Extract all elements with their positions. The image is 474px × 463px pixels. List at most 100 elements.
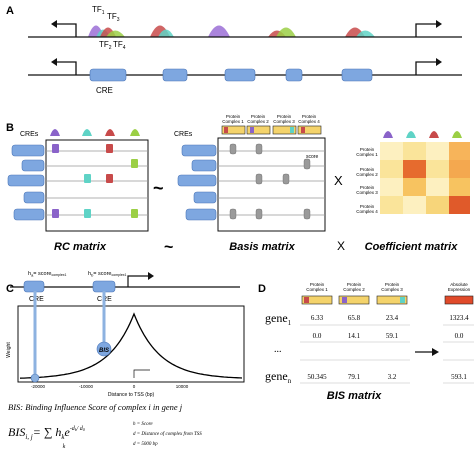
decay-curve [19,312,243,379]
label-line: Complex 2 [247,119,269,124]
bis-formula: BISi, j= ∑ hke-dk/ d0 k [8,425,85,450]
tf3-label: TF3 [107,12,120,23]
cre-label-c1: CRE [29,296,44,303]
label-line: Complex 3 [356,190,378,195]
label-line: Complex 2 [356,172,378,177]
rc-cre-rows [7,144,45,221]
tf2-peak [356,30,375,37]
tss-arrowhead-left-bottom [51,58,57,66]
tf4-peak [276,27,296,37]
x-axis-label: Distance to TSS (bp) [108,392,155,398]
basis-matrix-box [217,137,326,232]
rc-entry [106,144,113,153]
rc-entry [106,174,113,183]
tf4-peak [106,30,125,37]
x-tick: 0 [133,384,136,389]
tilde-operator-caption: ~ [164,239,173,256]
pc-color-bars-b [221,125,322,135]
tss-arrowhead-c [148,272,154,280]
bis-cell: 50.345 [307,373,327,381]
rc-matrix-caption: RC matrix [54,241,107,253]
expr-cell: 593.1 [451,373,467,381]
basis-cre-rows [177,144,217,221]
x-ticks-c: -20000 -10000 0 10000 [31,384,189,389]
tf4-header-icon [130,129,140,136]
tss-arrow-left-top [57,23,77,37]
tss-arrow-c [127,275,148,287]
score-label-1: ha= scorecomplex1 [28,271,67,278]
bis-row-lines [300,324,474,384]
y-axis-label: Weight [6,342,12,358]
gene-n-label: genen [265,369,292,385]
bis-matrix-values: 6.33 65.8 23.4 1323.4 0.0 14.1 59.1 0.0 … [307,314,469,381]
cre-block [162,68,188,82]
x-tick: -20000 [31,384,46,389]
bis-cell: 14.1 [348,332,361,340]
tss-arrow-left-bottom [57,61,77,75]
weight-plot-frame [17,305,245,383]
label-line: Complex 2 [343,287,365,292]
bis-cell: 23.4 [386,314,399,322]
tf-peaks-top [88,25,375,37]
rc-entry [131,159,138,168]
rc-entry [84,174,91,183]
cre-block [224,68,256,82]
expr-cell: 0.0 [455,332,464,340]
legend-line-2: d = Distance of complex from TSS [133,432,202,437]
label-line: Complex 4 [298,119,320,124]
basis-matrix-caption: Basis matrix [229,241,295,253]
rc-entry [84,209,91,218]
times-operator-caption: X [337,239,345,253]
tf2-header-icon [82,129,92,136]
rc-entry [131,209,138,218]
cre-row [7,174,45,187]
tf4-label: TF4 [113,40,126,51]
arrowhead-to-expression [432,348,439,356]
cre-block-c2 [92,280,116,293]
cre-blocks-a [89,68,373,82]
label-line: Complex 4 [356,209,378,214]
label-line: Complex 1 [222,119,244,124]
formula-legend: h = Score d = Distance of complex from T… [133,422,202,447]
bis-cell: 0.0 [313,332,322,340]
tss-marker-plot [133,369,150,378]
cre-label-a: CRE [96,86,113,95]
panel-label-c: C [6,283,14,295]
basis-entries [229,143,311,220]
label-line: Expression [448,287,471,292]
tss-arrow-right-top [415,23,436,37]
bis-cell: 79.1 [348,373,361,381]
bis-cell: 65.8 [348,314,361,322]
legend-line-1: h = Score [133,422,153,427]
bis-point [96,341,112,357]
tf1-peak [208,25,230,37]
score-label-2: hb= scorecomplex1 [88,271,127,278]
score-label: score [306,154,318,160]
tf1-label: TF1 [92,5,105,16]
gene-1-label: gene1 [265,311,292,327]
times-operator-b: X [334,173,343,188]
rc-entries [52,144,138,218]
projection-point-1 [30,373,40,383]
label-line: Complex 1 [306,287,328,292]
coef-heatmap [380,142,470,214]
rc-matrix-box [45,139,149,232]
cre-row [23,191,45,204]
rc-entry [52,209,59,218]
pc-color-bars-d [301,295,474,305]
x-tick: -10000 [79,384,94,389]
bis-cell: 59.1 [386,332,399,340]
